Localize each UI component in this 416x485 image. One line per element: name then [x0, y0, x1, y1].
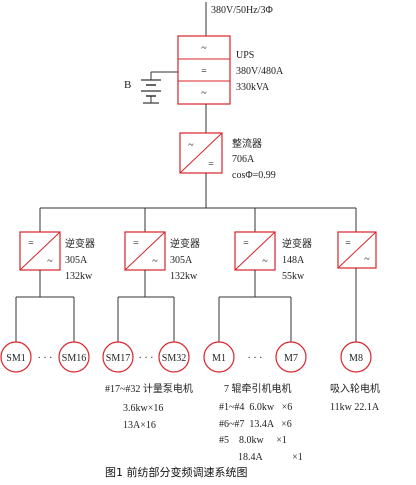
inverter-2-label-power: 132kw	[170, 271, 198, 282]
battery-label: B	[124, 79, 131, 91]
rectifier-symbol-bottom: =	[208, 159, 214, 170]
battery-block: B	[124, 71, 178, 104]
branch-3	[218, 270, 292, 342]
group-4-desc-rating: 11kw 22.1A	[330, 402, 380, 413]
ups-box	[177, 35, 231, 105]
motor-M8: M8	[340, 341, 372, 373]
inverter-3-label-current: 148A	[282, 255, 305, 266]
motor-group-1-description: #17~#32 计量泵电机 3.6kw×16 13A×16	[105, 382, 193, 431]
group-3-desc-line-2: #6~#7 13.4A ×6	[219, 419, 292, 430]
motor-SM32-circle	[158, 341, 190, 373]
ups-symbol-1: ~	[201, 43, 207, 54]
motor-M7-label: M7	[284, 353, 298, 364]
inverter-4: = ~	[337, 208, 377, 269]
figure-caption: 图1 前纺部分变频调速系统图	[105, 465, 248, 479]
rectifier-symbol-top: ~	[188, 140, 194, 151]
motor-M1: M1	[203, 341, 235, 373]
ups-label-rating: 380V/480A	[236, 66, 284, 77]
group-4-desc-title: 吸入轮电机	[330, 382, 380, 395]
motor-M8-circle	[340, 341, 372, 373]
ups-block: ~ = ~ UPS 380V/480A 330kVA	[177, 35, 284, 105]
inverter-2-label-name: 逆变器	[170, 237, 200, 250]
rectifier-label-name: 整流器	[232, 137, 262, 150]
group-3-desc-title: 7 辊牵引机电机	[224, 382, 292, 395]
motor-SM32: SM32	[158, 341, 190, 373]
motor-SM17-label: SM17	[106, 353, 130, 364]
inverter-3-symbol-bottom: ~	[262, 256, 268, 267]
inverter-1-symbol-bottom: ~	[47, 256, 53, 267]
motor-SM1-circle	[0, 341, 32, 373]
motor-M7: M7	[275, 341, 307, 373]
inverter-2-symbol-top: =	[133, 238, 139, 249]
group-1-desc-power: 3.6kw×16	[123, 403, 163, 414]
inverter-1-label-current: 305A	[65, 255, 88, 266]
motor-group-3-ellipsis: · · ·	[248, 353, 263, 364]
inverter-3-diagonal	[234, 231, 276, 271]
rectifier-label-pf: cosΦ=0.99	[232, 170, 276, 181]
motor-M8-label: M8	[349, 353, 363, 364]
inverter-1: = ~ 逆变器 305A 132kw	[19, 208, 95, 282]
inverter-3-label-name: 逆变器	[282, 237, 312, 250]
group-3-desc-line-4: 18.4A ×1	[238, 452, 303, 463]
inverter-2: = ~ 逆变器 305A 132kw	[124, 208, 200, 282]
group-3-desc-line-3: #5 8.0kw ×1	[219, 435, 287, 446]
source-label: 380V/50Hz/3Φ	[211, 5, 273, 16]
inverter-1-symbol-top: =	[28, 238, 34, 249]
motor-SM17: SM17	[102, 341, 134, 373]
rectifier-box	[179, 132, 223, 174]
motor-SM16-label: SM16	[62, 353, 86, 364]
rectifier-diagonal	[179, 132, 223, 174]
inverter-1-label-power: 132kw	[65, 271, 93, 282]
motor-SM16: SM16	[58, 341, 90, 373]
motor-SM32-label: SM32	[162, 353, 186, 364]
group-1-desc-title: #17~#32 计量泵电机	[105, 382, 193, 395]
inverter-4-box	[337, 231, 377, 269]
inverter-4-symbol-top: =	[345, 238, 351, 249]
motor-SM1-label: SM1	[6, 353, 25, 364]
motor-group-4-description: 吸入轮电机 11kw 22.1A	[330, 382, 380, 413]
group-1-desc-current: 13A×16	[123, 420, 156, 431]
inverter-3-symbol-top: =	[243, 238, 249, 249]
inverter-4-symbol-bottom: ~	[364, 254, 370, 265]
motor-group-3-description: 7 辊牵引机电机 #1~#4 6.0kw ×6 #6~#7 13.4A ×6 #…	[219, 382, 303, 463]
ups-symbol-2: =	[201, 66, 207, 77]
motor-group-1-ellipsis: · · ·	[38, 353, 53, 364]
motor-M1-circle	[203, 341, 235, 373]
inverter-4-diagonal	[337, 231, 377, 269]
branch-2	[117, 270, 175, 342]
rectifier-block: ~ = 整流器 706A cosΦ=0.99	[179, 132, 276, 181]
inverter-1-diagonal	[19, 231, 61, 271]
motor-group-2-ellipsis: · · ·	[139, 353, 154, 364]
motor-SM17-circle	[102, 341, 134, 373]
motor-M7-circle	[275, 341, 307, 373]
inverter-2-diagonal	[124, 231, 166, 271]
ups-label-name: UPS	[236, 50, 254, 61]
inverter-3-label-power: 55kw	[282, 271, 305, 282]
ups-label-power: 330kVA	[236, 82, 270, 93]
branch-1	[15, 270, 75, 342]
group-3-desc-line-1: #1~#4 6.0kw ×6	[219, 402, 292, 413]
rectifier-label-current: 706A	[232, 154, 255, 165]
motor-M1-label: M1	[212, 353, 226, 364]
motor-SM1: SM1	[0, 341, 32, 373]
inverter-2-label-current: 305A	[170, 255, 193, 266]
inverter-3: = ~ 逆变器 148A 55kw	[234, 208, 312, 282]
inverter-1-label-name: 逆变器	[65, 237, 95, 250]
ups-symbol-3: ~	[201, 88, 207, 99]
motor-SM16-circle	[58, 341, 90, 373]
inverter-2-symbol-bottom: ~	[152, 256, 158, 267]
